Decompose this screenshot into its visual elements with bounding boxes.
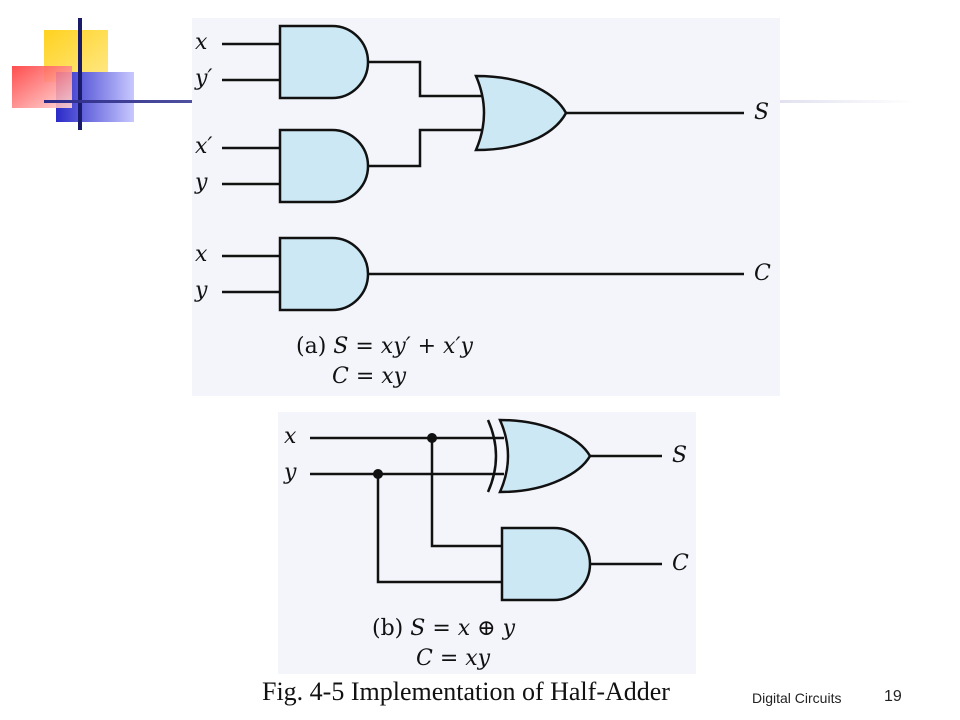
circuit-b-panel: x y S C (b) S = x ⊕ y C = xy [278,412,696,674]
caption-a-s-expr: = xy′ + x′y [355,334,473,359]
caption-a-line2: C = xy [332,366,406,388]
caption-b-c: C [416,646,433,671]
label-a-input-y2: y [195,278,208,303]
label-b-input-y: y [284,460,297,485]
footer-title: Digital Circuits [752,690,842,706]
and-gate-3 [278,236,370,312]
label-a-input-ybar: y′ [195,66,213,91]
caption-a-label: (a) [296,334,327,359]
and-gate-b [500,526,592,602]
caption-b-s: S [410,616,426,641]
label-a-output-c: C [754,261,771,286]
xor-gate [498,418,592,494]
wire-b-y-to-and [376,474,504,584]
circuit-a-panel: x y′ x′ y x y S C (a) S = xy′ + x′y C = … [192,18,780,396]
label-a-input-xbar: x′ [195,134,213,159]
label-a-input-x2: x [195,242,208,267]
and-gate-2 [278,128,370,204]
wire-b-x-to-and [430,438,504,548]
slide-logo [12,18,200,130]
label-b-output-s: S [672,443,688,468]
wire-and1-to-or [368,60,484,98]
label-a-output-s: S [754,100,770,125]
circuit-b-diagram [310,418,662,602]
caption-b-line1: (b) S = x ⊕ y [372,618,515,640]
label-a-input-y1: y [195,170,208,195]
caption-a-line1: (a) S = xy′ + x′y [296,336,473,358]
figure-caption: Fig. 4-5 Implementation of Half-Adder [262,677,670,706]
caption-b-c-expr: = xy [439,646,491,671]
label-b-output-c: C [672,551,689,576]
caption-a-c: C [332,364,349,389]
circuit-a-diagram [222,24,744,312]
or-gate [474,74,568,152]
wire-and2-to-or [368,128,484,168]
and-gate-1 [278,24,370,100]
caption-a-c-expr: = xy [355,364,407,389]
caption-b-s-expr: = x ⊕ y [432,616,516,641]
junction-y [373,469,383,479]
junction-x [427,433,437,443]
label-a-input-x1: x [195,30,208,55]
caption-b-label: (b) [372,616,404,641]
xor-gate-extra-arc [486,419,498,493]
label-b-input-x: x [284,424,297,449]
caption-a-s: S [333,334,349,359]
slide-number: 19 [884,688,902,705]
caption-b-line2: C = xy [416,648,490,670]
